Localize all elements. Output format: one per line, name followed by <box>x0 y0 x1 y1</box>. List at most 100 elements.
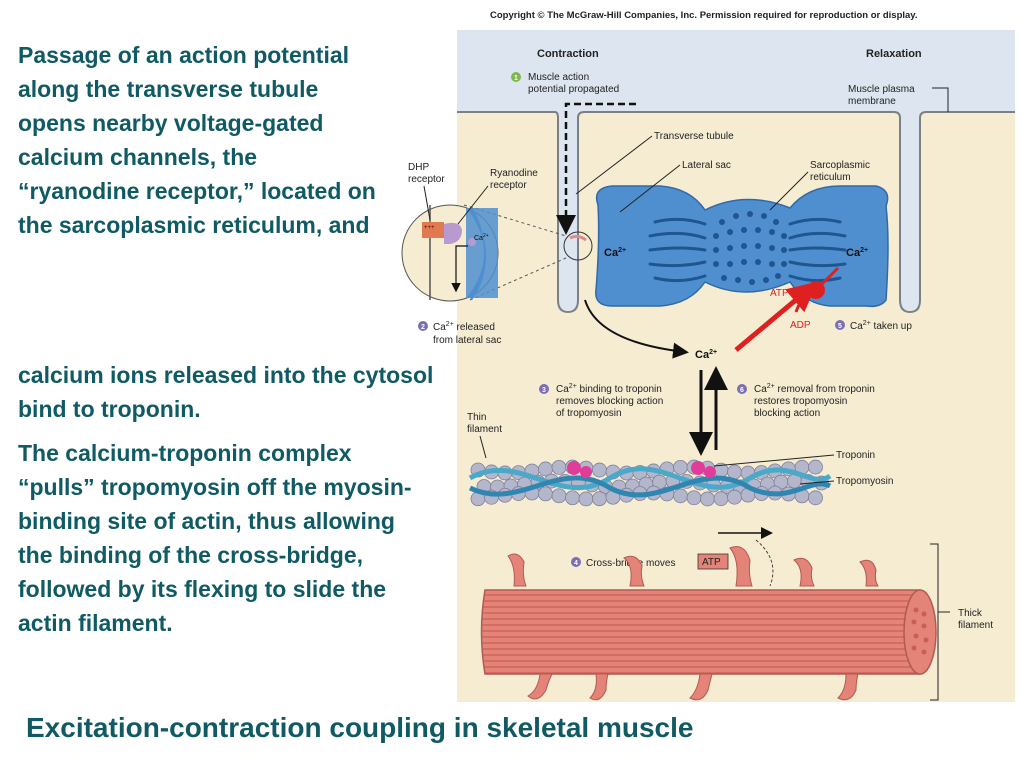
actin-monomer <box>808 490 823 506</box>
step3-marker <box>539 384 549 394</box>
dhp-leader <box>423 185 431 221</box>
step3-label-line3: of tropomyosin <box>556 408 622 419</box>
inset-sr <box>466 208 498 298</box>
cytosol-ca: Ca2+ <box>695 349 717 361</box>
actin-monomer <box>808 459 823 475</box>
step2-marker <box>418 321 428 331</box>
troponin-leader <box>713 454 835 467</box>
actin-monomer <box>565 490 580 506</box>
cross-bridges-bottom <box>527 673 859 701</box>
sr-tubules <box>648 217 847 283</box>
zoom-circle <box>563 231 593 261</box>
step6-number: 6 <box>740 387 744 394</box>
actin-monomer <box>727 489 742 505</box>
muscle-plasma-membrane <box>457 111 1015 314</box>
sr-ca-left: Ca2+ <box>604 247 626 259</box>
sr-fenestrations <box>713 211 787 285</box>
ca-pump <box>807 281 825 299</box>
actin-monomer <box>713 491 729 507</box>
copyright-notice: Copyright © The McGraw-Hill Companies, I… <box>490 10 918 21</box>
step5-number: 5 <box>838 323 842 330</box>
thick-filament-body <box>480 589 921 675</box>
dhp-label-line2: receptor <box>408 174 445 185</box>
actin-monomer <box>686 490 702 506</box>
membrane-label-line2: membrane <box>848 96 896 107</box>
paragraph-calcium-release: calcium ions released into the cytosol b… <box>18 362 434 422</box>
membrane-leader <box>932 87 949 112</box>
extracellular-space <box>457 30 1015 310</box>
step5-label: Ca2+ taken up <box>850 320 912 332</box>
tropomyosin-strand-1 <box>468 466 832 491</box>
tropomyosin-label: Tropomyosin <box>836 476 893 487</box>
step1-number: 1 <box>514 75 518 82</box>
actin-monomer <box>551 459 567 475</box>
sr-leader <box>769 171 809 211</box>
actin-monomer <box>538 486 553 502</box>
actin-monomer <box>673 459 688 475</box>
step6-label-line3: blocking action <box>754 408 820 419</box>
header-relaxation: Relaxation <box>866 48 922 60</box>
sr-label-line1: Sarcoplasmic <box>810 160 870 171</box>
step2-number: 2 <box>421 324 425 331</box>
cross-bridge-swing <box>755 539 774 587</box>
inset-ca-arrow <box>451 245 468 293</box>
dhp-receptor-bottom <box>422 230 444 238</box>
actin-monomer <box>578 491 594 507</box>
step1-label-line2: potential propagated <box>528 84 619 95</box>
step1-marker <box>511 72 521 82</box>
ca-uptake-arrow <box>734 281 818 352</box>
step4-marker <box>571 557 581 567</box>
action-potential-arrow <box>556 102 636 235</box>
step4-atp-box <box>697 553 729 570</box>
actin-monomer <box>592 491 607 507</box>
pump-adp: ADP <box>790 320 811 331</box>
figure-caption: Excitation-contraction coupling in skele… <box>26 712 694 743</box>
lateral-sac-label: Lateral sac <box>682 160 731 171</box>
troponin-complexes <box>567 461 716 478</box>
thick-filament-end <box>903 589 937 675</box>
tropomyosin-strand-2 <box>468 475 832 498</box>
actin-monomer <box>700 491 715 507</box>
thick-filament-label-line1: Thick <box>958 608 983 619</box>
actin-monomer <box>673 488 688 504</box>
dhp-label-line1: DHP <box>408 162 429 173</box>
step1-label-line1: Muscle action <box>528 72 589 83</box>
ryanodine-leader <box>457 185 489 225</box>
pump-adp-tail <box>794 290 810 313</box>
dhp-charges: +++ <box>424 225 435 231</box>
step6-label-line2: restores tropomyosin <box>754 396 847 407</box>
step3-label-line1: Ca2+ binding to troponin <box>556 383 662 395</box>
ryanodine-receptor-small <box>569 234 587 242</box>
header-contraction: Contraction <box>537 48 599 60</box>
step4-atp: ATP <box>702 557 721 568</box>
step4-number: 4 <box>574 560 578 567</box>
thin-filament-label-line1: Thin <box>467 412 486 423</box>
paragraph-troponin-complex: The calcium-troponin complex “pulls” tro… <box>18 440 412 636</box>
thin-filament-label-line2: filament <box>467 424 502 435</box>
sr-ca-right: Ca2+ <box>846 247 868 259</box>
troponin-label: Troponin <box>836 450 875 461</box>
step2-label-line1: Ca2+ released <box>433 321 495 333</box>
step5-marker <box>835 320 845 330</box>
sr-label-line2: reticulum <box>810 172 851 183</box>
ryanodine-label-line1: Ryanodine <box>490 168 538 179</box>
step3-number: 3 <box>542 387 546 394</box>
ryanodine-receptor-inset <box>444 222 462 244</box>
dhp-receptor-top <box>422 222 444 230</box>
thick-filament-label-line2: filament <box>958 620 993 631</box>
ryanodine-label-line2: receptor <box>490 180 527 191</box>
step2-label-line2: from lateral sac <box>433 335 501 346</box>
step6-label-line1: Ca2+ removal from troponin <box>754 383 875 395</box>
paragraph-action-potential: Passage of an action potential along the… <box>18 42 376 238</box>
actin-monomer <box>551 488 567 504</box>
transverse-tubule-leader <box>575 135 653 195</box>
tropomyosin-leader <box>799 480 835 485</box>
inset-ca: Ca2+ <box>474 233 489 242</box>
transverse-tubule-label: Transverse tubule <box>654 131 734 142</box>
step6-marker <box>737 384 747 394</box>
step3-label-line2: removes blocking action <box>556 396 663 407</box>
ca-release-arrow <box>584 299 689 359</box>
actin-monomer <box>592 462 607 478</box>
membrane-label-line1: Muscle plasma <box>848 84 915 95</box>
